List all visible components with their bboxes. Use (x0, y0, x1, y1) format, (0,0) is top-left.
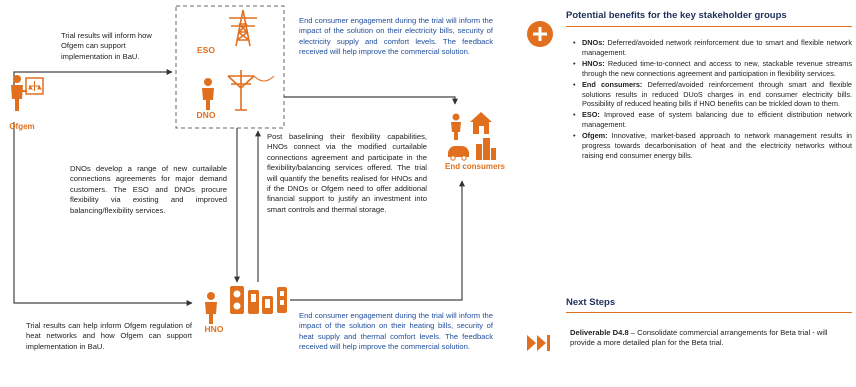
plus-circle-icon (527, 21, 553, 47)
dno-person-icon (202, 78, 214, 110)
benefit-item-end-consumers: End consumers: Deferred/avoided reinforc… (573, 80, 852, 109)
next-steps-title: Next Steps (566, 297, 616, 308)
benefit-item-hnos: HNOs: Reduced time-to-connect and access… (573, 59, 852, 78)
distribution-pole-icon (227, 70, 275, 111)
eso-dno-group-box (175, 5, 285, 129)
hno-person-icon (205, 292, 217, 324)
end-consumer-heating-text: End consumer engagement during the trial… (299, 311, 493, 352)
end-consumer-electricity-text: End consumer engagement during the trial… (299, 16, 493, 57)
hno-to-consumers-arrow (290, 180, 465, 301)
deliverable-label: Deliverable D4.8 (570, 328, 629, 337)
benefit-item-ofgem: Ofgem: Innovative, market-based approach… (573, 131, 852, 160)
eso-label: ESO (197, 45, 215, 55)
benefits-divider (566, 26, 852, 27)
home-and-city-icon (448, 112, 496, 161)
heat-pump-icon (230, 286, 287, 314)
trial-results-bottom-text: Trial results can help inform Ofgem regu… (26, 321, 192, 351)
benefits-list: DNOs: Deferred/avoided network reinforce… (570, 38, 852, 160)
end-consumers-label: End consumers (444, 162, 505, 171)
hno-label: HNO (204, 324, 224, 334)
next-steps-body: Deliverable D4.8 – Consolidate commercia… (570, 328, 852, 349)
deliverable-text: – Consolidate commercial arrangements fo… (570, 328, 828, 348)
dno-to-consumers-arrow (284, 96, 458, 105)
regulator-person-icon (11, 75, 44, 111)
benefit-item-dnos: DNOs: Deferred/avoided network reinforce… (573, 38, 852, 57)
benefits-list-container: DNOs: Deferred/avoided network reinforce… (570, 38, 852, 162)
dno-develop-text: DNOs develop a range of new curtailable … (70, 164, 227, 215)
ofgem-to-hno-arrow (13, 122, 193, 306)
benefit-item-eso: ESO: Improved ease of system balancing d… (573, 110, 852, 129)
trial-results-top-text: Trial results will inform how Ofgem can … (61, 31, 152, 61)
next-steps-divider (566, 312, 852, 313)
benefits-title: Potential benefits for the key stakehold… (566, 10, 787, 21)
ofgem-label: Ofgem (9, 122, 35, 131)
dno-label: DNO (196, 110, 216, 120)
fast-forward-icon (527, 335, 550, 351)
post-baselining-text: Post baselining their flexibility capabi… (267, 132, 427, 214)
transmission-tower-icon (229, 9, 257, 47)
